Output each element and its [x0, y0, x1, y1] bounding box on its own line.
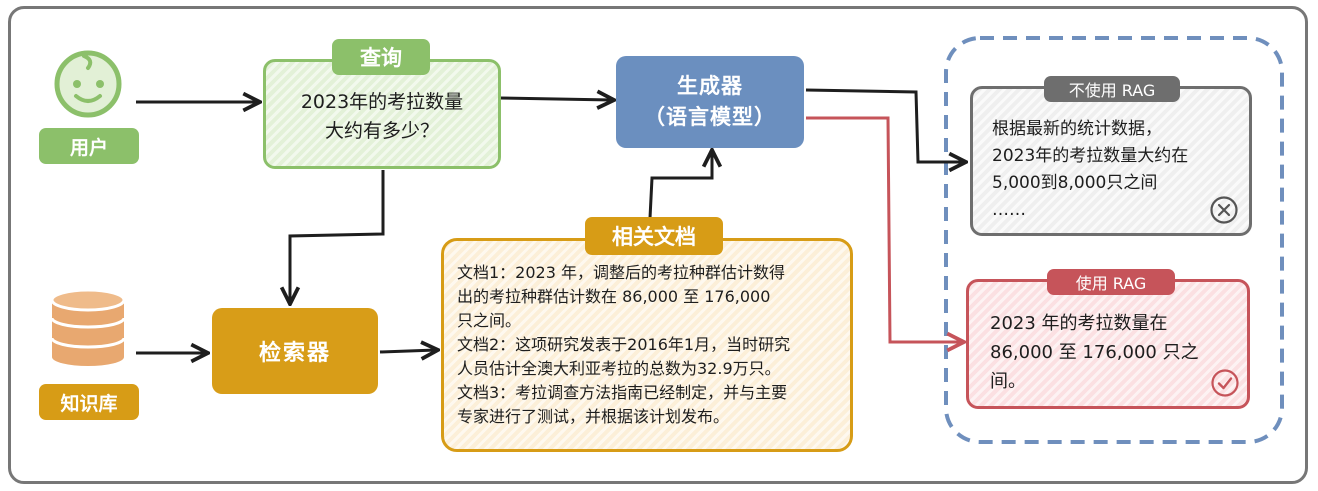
arrow-generator-to-with-rag [806, 116, 962, 342]
with-rag-line-1: 2023 年的考拉数量在 [990, 313, 1168, 334]
arrow-retriever-to-docs [379, 350, 436, 352]
documents-tag: 相关文档 [585, 217, 723, 255]
with-rag-line-2: 86,000 至 176,000 只之 [990, 341, 1199, 363]
doc-line-5: 人员估计全澳大利亚考拉的总数为32.9万只。 [457, 359, 781, 378]
answers-dashed-container [944, 36, 1284, 444]
with-rag-tag-text: 使用 RAG [1075, 274, 1147, 293]
doc-line-6: 文档3：考拉调查方法指南已经制定，并与主要 [457, 383, 788, 402]
arrow-query-to-generator [499, 98, 612, 100]
no-rag-line-1: 根据最新的统计数据， [992, 119, 1162, 139]
user-face-icon [54, 50, 122, 118]
outer-frame [8, 6, 1308, 484]
doc-line-2: 出的考拉种群估计数在 86,000 至 176,000 [457, 287, 771, 306]
documents-tag-text: 相关文档 [612, 225, 696, 249]
no-rag-line-4: …… [992, 199, 1026, 220]
retriever-box: 检索器 [212, 308, 378, 394]
query-text: 2023年的考拉数量 大约有多少？ [263, 88, 501, 147]
doc-line-4: 文档2：这项研究发表于2016年1月，当时研究 [457, 335, 791, 354]
query-line-1: 2023年的考拉数量 [300, 91, 464, 113]
query-box [263, 59, 501, 169]
generator-subtitle: （语言模型） [644, 105, 776, 129]
with-rag-line-3: 间。 [990, 370, 1026, 392]
retriever-label: 检索器 [258, 341, 331, 366]
no-rag-line-3: 5,000到8,000只之间 [992, 172, 1158, 193]
knowledge-base-label-text: 知识库 [60, 392, 118, 415]
doc-line-3: 只之间。 [457, 311, 522, 330]
doc-line-7: 专家进行了测试，并根据该计划发布。 [457, 407, 730, 426]
doc-line-1: 文档1：2023 年，调整后的考拉种群估计数得 [457, 263, 785, 282]
documents-box [441, 238, 853, 452]
user-label: 用户 [39, 128, 139, 164]
arrow-docs-to-generator [648, 152, 712, 219]
no-rag-line-2: 2023年的考拉数量大约在 [992, 145, 1189, 166]
arrow-generator-to-no-rag [805, 88, 964, 162]
user-label-text: 用户 [69, 136, 108, 159]
no-rag-tag-text: 不使用 RAG [1068, 81, 1156, 100]
query-tag: 查询 [332, 39, 430, 75]
arrow-query-to-retriever [290, 170, 385, 302]
database-icon [50, 288, 126, 366]
no-rag-tag: 不使用 RAG [1044, 76, 1180, 102]
with-rag-answer-box [966, 279, 1250, 409]
no-rag-answer-box [970, 86, 1252, 236]
query-tag-text: 查询 [360, 46, 402, 70]
with-rag-tag: 使用 RAG [1047, 269, 1175, 295]
query-line-2: 大约有多少？ [324, 120, 439, 143]
knowledge-base-label: 知识库 [39, 384, 139, 420]
generator-box: 生成器 （语言模型） [616, 56, 804, 148]
documents-text: 文档1：2023 年，调整后的考拉种群估计数得 出的考拉种群估计数在 86,00… [457, 261, 849, 429]
generator-title: 生成器 [677, 73, 743, 98]
with-rag-text: 2023 年的考拉数量在 86,000 至 176,000 只之 间。 [990, 310, 1246, 396]
no-rag-text: 根据最新的统计数据， 2023年的考拉数量大约在 5,000到8,000只之间 … [992, 116, 1242, 223]
cross-circle-icon [1210, 196, 1238, 224]
check-circle-icon [1211, 369, 1239, 397]
